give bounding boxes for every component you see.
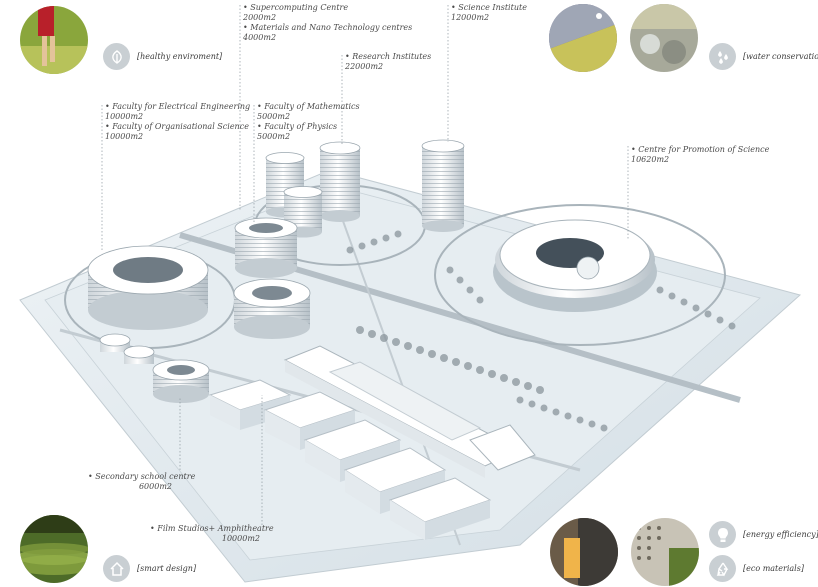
building-secondary-school [152,359,210,403]
leaf-icon [103,43,130,70]
photo-healthy-environment [20,6,88,74]
building-electrical-engineering [87,245,209,330]
feature-eco-materials: [eco materials] [743,564,804,573]
photo-smart-design [20,515,88,583]
feature-energy-efficiency: [energy efficiency] [743,530,818,539]
label-film-studios: • Film Studios+ Amphitheatre 10000m2 [150,524,274,543]
label-electrical-organisational: • Faculty for Electrical Engineering 100… [105,102,251,141]
building-small-rotundas [99,333,155,364]
label-secondary-school: • Secondary school centre 6000m2 [88,472,196,491]
building-mathematics [234,217,298,278]
leader-lines [101,5,629,525]
building-film-studios [208,379,492,540]
building-amphitheatre [283,345,536,478]
label-promotion-centre: • Centre for Promotion of Science 10620m… [631,145,770,164]
photo-eco-facade [631,518,699,586]
label-research-institutes: • Research Institutes 22000m2 [345,52,432,71]
lightbulb-icon [709,521,736,548]
building-science-institute-tower [421,139,465,232]
photo-energy-light [550,518,618,586]
feature-smart-design: [smart design] [137,564,197,573]
building-promotion-centre [493,219,657,312]
recycle-icon [709,555,736,582]
building-research-tower-1 [319,141,361,222]
photo-water-1 [549,4,617,72]
label-supercomputing-materials: • Supercomputing Centre 2000m2 • Materia… [243,3,413,42]
house-icon [103,555,130,582]
water-drops-icon [709,43,736,70]
feature-water-conservation: [water conservation] [743,52,818,61]
photo-water-2 [630,4,698,72]
building-organisational-science [233,278,311,339]
label-science-institute: • Science Institute 12000m2 [451,3,527,22]
path-ring-right [434,204,726,346]
feature-healthy-environment: [healthy enviroment] [137,52,223,61]
label-mathematics-physics: • Faculty of Mathematics 5000m2 • Facult… [257,102,360,141]
